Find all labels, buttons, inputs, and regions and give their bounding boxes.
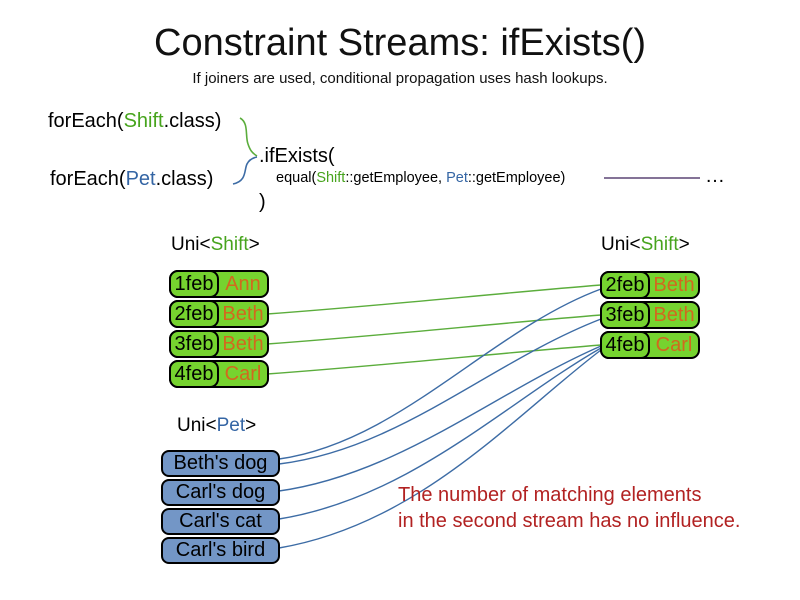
left-shift-table-header: Uni<Shift> bbox=[171, 234, 260, 256]
code-foreach-pet: forEach(Pet.class) bbox=[50, 168, 213, 191]
shift-date-cell: 2feb bbox=[169, 300, 219, 328]
table-row: 2feb Beth bbox=[169, 300, 269, 328]
code-equal-joiner: equal(Shift::getEmployee, Pet::getEmploy… bbox=[276, 170, 565, 186]
code-close-paren: ) bbox=[259, 191, 266, 213]
annotation-line: in the second stream has no influence. bbox=[398, 510, 741, 532]
code-pet-type: Pet bbox=[446, 170, 468, 186]
right-shift-table-header: Uni<Shift> bbox=[601, 234, 690, 256]
code-text: forEach( bbox=[48, 110, 124, 132]
header-text: Uni< bbox=[171, 234, 211, 255]
header-text: > bbox=[245, 415, 257, 436]
table-row: Beth's dog bbox=[161, 450, 280, 477]
shift-name-cell: Beth bbox=[653, 303, 695, 326]
code-text: equal( bbox=[276, 170, 317, 186]
pet-table: Beth's dog Carl's dog Carl's cat Carl's … bbox=[161, 450, 280, 566]
annotation-line: The number of matching elements bbox=[398, 484, 702, 506]
connector-blue-carlsdog-4feb bbox=[278, 345, 602, 492]
code-ellipsis: … bbox=[705, 165, 725, 187]
header-type: Pet bbox=[216, 415, 246, 436]
brace-top-green bbox=[239, 117, 258, 157]
header-text: > bbox=[248, 234, 260, 255]
page-title: Constraint Streams: ifExists() bbox=[154, 22, 646, 64]
table-row: 4feb Carl bbox=[169, 360, 269, 388]
header-type: Shift bbox=[640, 234, 679, 255]
table-row: Carl's dog bbox=[161, 479, 280, 506]
code-text: .class) bbox=[155, 168, 214, 190]
shift-date-cell: 4feb bbox=[600, 331, 650, 359]
pet-table-header: Uni<Pet> bbox=[177, 415, 256, 437]
shift-name-cell: Beth bbox=[653, 273, 695, 296]
table-row: 3feb Beth bbox=[169, 330, 269, 358]
header-text: > bbox=[678, 234, 690, 255]
code-text: ::getEmployee) bbox=[467, 170, 566, 186]
connector-blue-bethsdog-3feb bbox=[278, 318, 602, 465]
code-shift-type: Shift bbox=[316, 170, 346, 186]
brace-bottom-blue bbox=[232, 156, 258, 185]
table-row: 2feb Beth bbox=[600, 271, 700, 299]
annotation-note: The number of matching elements in the s… bbox=[398, 482, 740, 534]
shift-name-cell: Beth bbox=[222, 332, 264, 355]
shift-name-cell: Carl bbox=[655, 333, 693, 356]
right-shift-table: 2feb Beth 3feb Beth 4feb Carl bbox=[600, 271, 700, 361]
shift-date-cell: 3feb bbox=[600, 301, 650, 329]
connector-green-3feb bbox=[266, 314, 602, 345]
code-ifexists: .ifExists( bbox=[259, 145, 335, 167]
shift-name-cell: Beth bbox=[222, 302, 264, 325]
shift-date-cell: 3feb bbox=[169, 330, 219, 358]
connector-blue-bethsdog-2feb bbox=[278, 288, 602, 460]
shift-date-cell: 1feb bbox=[169, 270, 219, 298]
code-text: ::getEmployee, bbox=[345, 170, 447, 186]
code-foreach-shift: forEach(Shift.class) bbox=[48, 110, 221, 133]
code-pet-type: Pet bbox=[125, 168, 156, 190]
code-text: forEach( bbox=[50, 168, 126, 190]
table-row: 3feb Beth bbox=[600, 301, 700, 329]
left-shift-table: 1feb Ann 2feb Beth 3feb Beth 4feb Carl bbox=[169, 270, 269, 390]
connector-green-4feb bbox=[266, 344, 602, 375]
shift-name-cell: Ann bbox=[225, 272, 261, 295]
shift-name-cell: Carl bbox=[224, 362, 262, 385]
table-row: 4feb Carl bbox=[600, 331, 700, 359]
header-text: Uni< bbox=[601, 234, 641, 255]
table-row: Carl's bird bbox=[161, 537, 280, 564]
header-type: Shift bbox=[210, 234, 249, 255]
header-text: Uni< bbox=[177, 415, 217, 436]
shift-date-cell: 2feb bbox=[600, 271, 650, 299]
table-row: Carl's cat bbox=[161, 508, 280, 535]
connector-green-2feb bbox=[266, 284, 602, 315]
code-shift-type: Shift bbox=[123, 110, 164, 132]
code-text: .class) bbox=[163, 110, 222, 132]
table-row: 1feb Ann bbox=[169, 270, 269, 298]
shift-date-cell: 4feb bbox=[169, 360, 219, 388]
page-subtitle: If joiners are used, conditional propaga… bbox=[192, 70, 608, 87]
